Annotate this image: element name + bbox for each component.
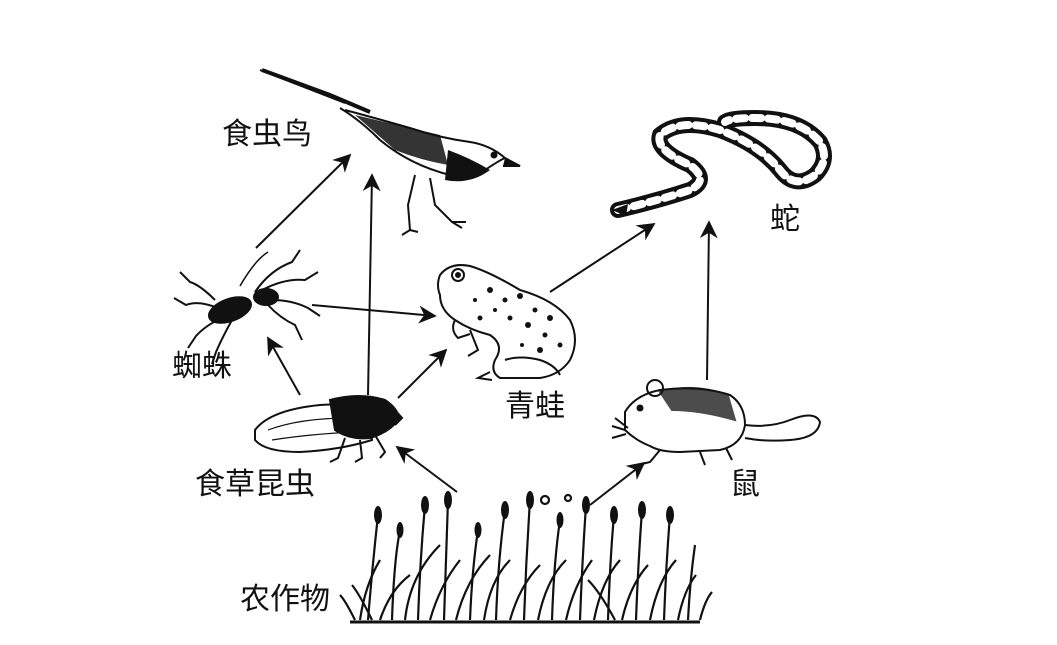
food-web-arrows [255, 153, 718, 506]
label-frog: 青蛙 [505, 389, 565, 424]
label-mouse: 鼠 [730, 467, 760, 502]
bird-icon [259, 68, 521, 236]
grass-icon [339, 491, 713, 624]
label-insect: 食草昆虫 [195, 467, 315, 502]
arrow-insect-to-bird [362, 173, 381, 396]
arrow-spider-to-frog [311, 304, 437, 324]
arrow-insect-to-frog [397, 348, 448, 399]
spider-icon [173, 249, 321, 365]
cicada-icon [254, 395, 404, 463]
arrow-insect-to-spider [267, 336, 301, 396]
label-bird: 食虫鸟 [222, 117, 312, 152]
arrow-crops-to-insect [395, 445, 458, 493]
arrow-frog-to-snake [549, 223, 656, 293]
frog-icon [437, 264, 576, 381]
mouse-icon [611, 379, 822, 466]
arrow-mouse-to-snake [699, 220, 718, 381]
label-snake: 蛇 [770, 202, 800, 237]
label-crops: 农作物 [240, 582, 330, 617]
snake-icon [610, 109, 832, 218]
label-spider: 蜘蛛 [172, 349, 232, 384]
arrow-spider-to-bird [255, 153, 352, 249]
arrow-crops-to-mouse [589, 461, 646, 506]
